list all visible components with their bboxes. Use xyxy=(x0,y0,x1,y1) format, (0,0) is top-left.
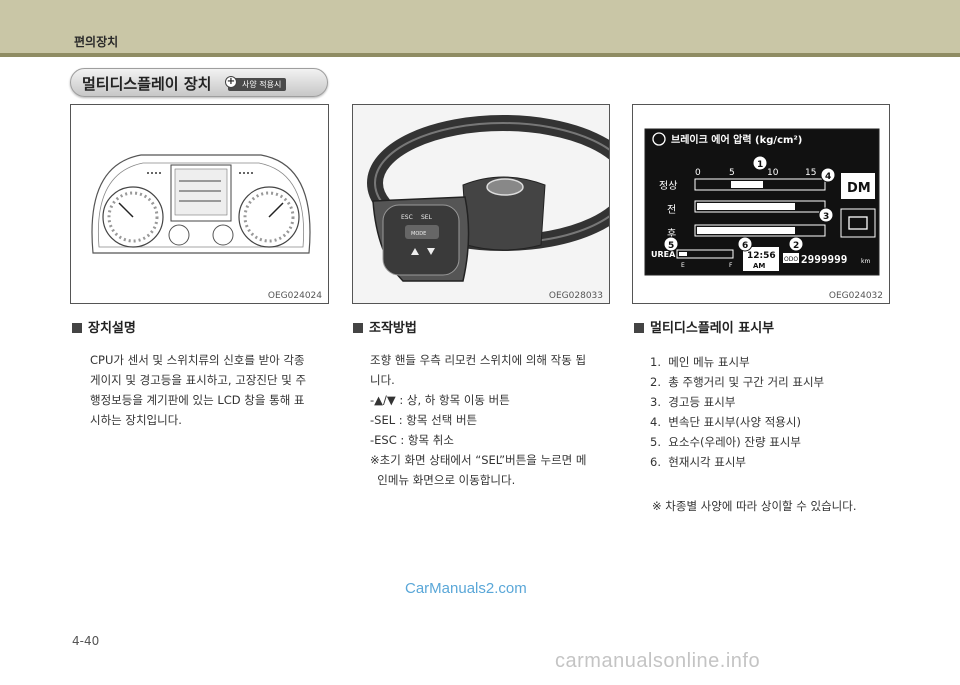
battery-icon xyxy=(848,216,868,230)
paragraph-line: -ESC : 항목 취소 xyxy=(370,433,454,447)
odometer-label: ODO xyxy=(784,256,798,263)
scale-label: 0 xyxy=(695,168,701,178)
scale-label: 15 xyxy=(805,168,816,178)
heading-text: 장치설명 xyxy=(88,321,136,336)
bullet-square-icon xyxy=(634,323,644,333)
svg-text:2: 2 xyxy=(793,241,799,251)
heading-text: 조작방법 xyxy=(369,321,417,336)
section-title: 멀티디스플레이 장치 xyxy=(82,75,212,93)
mode-button-label: MODE xyxy=(411,231,426,237)
figure-code: OEG024024 xyxy=(267,291,322,301)
svg-text:4: 4 xyxy=(825,172,831,182)
list-item: 1. 메인 메뉴 표시부 xyxy=(650,355,750,369)
urea-label: UREA xyxy=(651,250,676,259)
callout-4: 4 xyxy=(820,167,836,183)
instrument-cluster-illustration xyxy=(91,154,311,254)
svg-text:5: 5 xyxy=(668,241,674,251)
pressure-row-label: 정상 xyxy=(659,180,677,192)
svg-text:1: 1 xyxy=(757,160,763,170)
page-number: 4-40 xyxy=(72,634,100,648)
svg-text:3: 3 xyxy=(823,212,829,222)
spec-note: ※ 차종별 사양에 따라 상이할 수 있습니다. xyxy=(652,499,857,513)
paragraph-line: 인메뉴 화면으로 이동합니다. xyxy=(370,473,516,487)
chapter-title: 편의장치 xyxy=(74,35,119,49)
odometer-unit: km xyxy=(861,258,870,265)
header-rule xyxy=(0,53,960,57)
steering-wheel-figure: ESC SEL MODE OEG028033 xyxy=(352,104,610,304)
plus-icon: + xyxy=(225,76,237,88)
list-item: 4. 변속단 표시부(사양 적용시) xyxy=(650,415,801,429)
scale-label: 10 xyxy=(767,168,779,178)
callout-3: 3 xyxy=(818,207,834,223)
callout-2: 2 xyxy=(788,236,804,252)
paragraph-line: 게이지 및 경고등을 표시하고, 고장진단 및 주 xyxy=(90,373,307,387)
paragraph-line: 시하는 장치입니다. xyxy=(90,413,182,427)
clock-time: 12:56 xyxy=(747,251,776,261)
clock-ampm: AM xyxy=(753,262,765,270)
paragraph-line: CPU가 센서 및 스위치류의 신호를 받아 각종 xyxy=(90,353,305,367)
list-item: 5. 요소수(우레아) 잔량 표시부 xyxy=(650,435,801,449)
list-item: 2. 총 주행거리 및 구간 거리 표시부 xyxy=(650,375,825,389)
description-paragraph: CPU가 센서 및 스위치류의 신호를 받아 각종 게이지 및 경고등을 표시하… xyxy=(90,350,330,430)
multi-display-figure: 브레이크 에어 압력 (kg/cm²) 0 5 10 15 정상 전 후 DM … xyxy=(632,104,890,304)
steering-wheel-illustration: ESC SEL MODE xyxy=(353,105,609,303)
section-heading: 장치설명 xyxy=(72,317,136,336)
header-band xyxy=(0,0,960,57)
callout-5: 5 xyxy=(663,236,679,252)
option-badge: 사양 적용시 xyxy=(228,78,287,91)
up-arrow-icon xyxy=(411,248,419,255)
display-parts-list: 1. 메인 메뉴 표시부 2. 총 주행거리 및 구간 거리 표시부 3. 경고… xyxy=(650,352,890,472)
footer-watermark: carmanualsonline.info xyxy=(555,650,761,672)
section-heading: 조작방법 xyxy=(353,317,417,336)
paragraph-line: -▲/▼ : 상, 하 항목 이동 버튼 xyxy=(370,393,510,407)
paragraph-line: -SEL : 항목 선택 버튼 xyxy=(370,413,478,427)
display-heading: 브레이크 에어 압력 (kg/cm²) xyxy=(671,133,802,146)
urea-empty-label: E xyxy=(681,262,685,269)
figure-code: OEG028033 xyxy=(548,291,603,301)
pressure-row-label: 후 xyxy=(667,228,676,240)
watermark-text: CarManuals2.com xyxy=(405,580,527,597)
bullet-square-icon xyxy=(72,323,82,333)
callout-1: 1 xyxy=(752,155,768,171)
footer-band xyxy=(0,648,960,685)
figure-code: OEG024032 xyxy=(828,291,883,301)
cluster-figure: OEG024024 xyxy=(70,104,329,304)
section-heading: 멀티디스플레이 표시부 xyxy=(634,317,774,336)
esc-button-label: ESC xyxy=(401,214,413,221)
operation-paragraph: 조향 핸들 우측 리모컨 스위치에 의해 작동 됩 니다. -▲/▼ : 상, … xyxy=(370,350,615,490)
callout-6: 6 xyxy=(737,236,753,252)
heading-text: 멀티디스플레이 표시부 xyxy=(650,321,775,336)
paragraph-line: 행정보등을 계기판에 있는 LCD 창을 통해 표 xyxy=(90,393,305,407)
down-arrow-icon xyxy=(427,248,435,255)
paragraph-line: ※초기 화면 상태에서 “SEL”버튼을 누르면 메 xyxy=(370,453,587,467)
paragraph-line: 조향 핸들 우측 리모컨 스위치에 의해 작동 됩 xyxy=(370,353,587,367)
multi-display-illustration: 브레이크 에어 압력 (kg/cm²) 0 5 10 15 정상 전 후 DM … xyxy=(644,128,880,276)
sel-button-label: SEL xyxy=(421,214,433,221)
gear-indicator: DM xyxy=(847,181,871,196)
list-item: 3. 경고등 표시부 xyxy=(650,395,736,409)
bullet-square-icon xyxy=(353,323,363,333)
list-item: 6. 현재시각 표시부 xyxy=(650,455,746,469)
urea-full-label: F xyxy=(729,262,733,269)
scale-label: 5 xyxy=(729,168,735,178)
odometer-value: 2999999 xyxy=(801,253,847,266)
brake-warning-icon xyxy=(652,132,666,146)
svg-text:6: 6 xyxy=(742,241,748,251)
pressure-row-label: 전 xyxy=(667,204,676,216)
paragraph-line: 니다. xyxy=(370,373,395,387)
